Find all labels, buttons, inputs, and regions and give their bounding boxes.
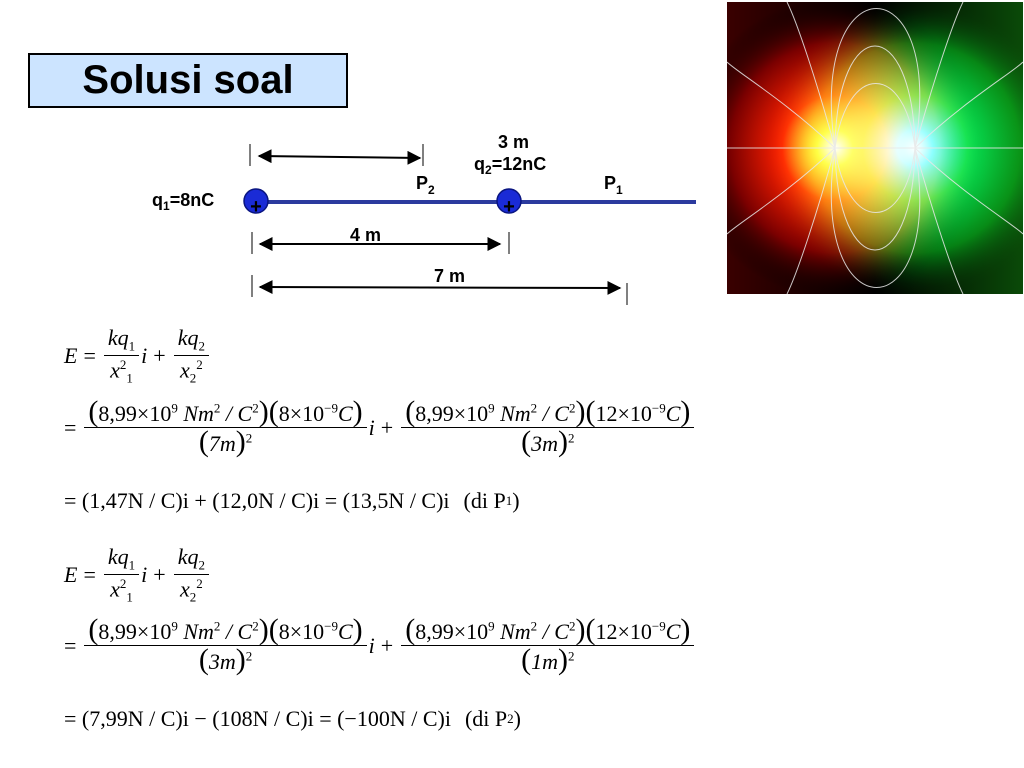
charge-q2-plus: + — [503, 196, 515, 218]
arrow-7m — [258, 280, 622, 295]
q2-label: q2=12nC — [474, 154, 546, 177]
eq1-result: = (1,47N / C)i + (12,0N / C)i = (13,5N /… — [64, 488, 520, 513]
eq2-line2: = (8,99×109 Nm2 / C2)(8×10−9C) (3m)2 i+ … — [64, 615, 696, 675]
charge-q1-plus: + — [250, 196, 262, 218]
p1-label: P1 — [604, 173, 623, 197]
charge-diagram: + + q1=8nC 3 m q2=12nC P2 P1 4 m 7 m — [152, 132, 696, 305]
q1-label: q1=8nC — [152, 190, 214, 213]
eq1-line2: = (8,99×109 Nm2 / C2)(8×10−9C) (7m)2 i+ … — [64, 397, 696, 457]
dist-7m-label: 7 m — [434, 266, 465, 286]
eq2-result: = (7,99N / C)i − (108N / C)i = (−100N / … — [64, 706, 521, 731]
arrow-q1-p2 — [257, 149, 422, 165]
dipole-field-image — [727, 2, 1023, 294]
p2-label: P2 — [416, 173, 435, 197]
dist-3m-label: 3 m — [498, 132, 529, 152]
charge-q1 — [243, 188, 269, 214]
charge-q2 — [496, 188, 522, 214]
dist-4m-label: 4 m — [350, 225, 381, 245]
slide-title: Solusi soal — [28, 53, 348, 108]
